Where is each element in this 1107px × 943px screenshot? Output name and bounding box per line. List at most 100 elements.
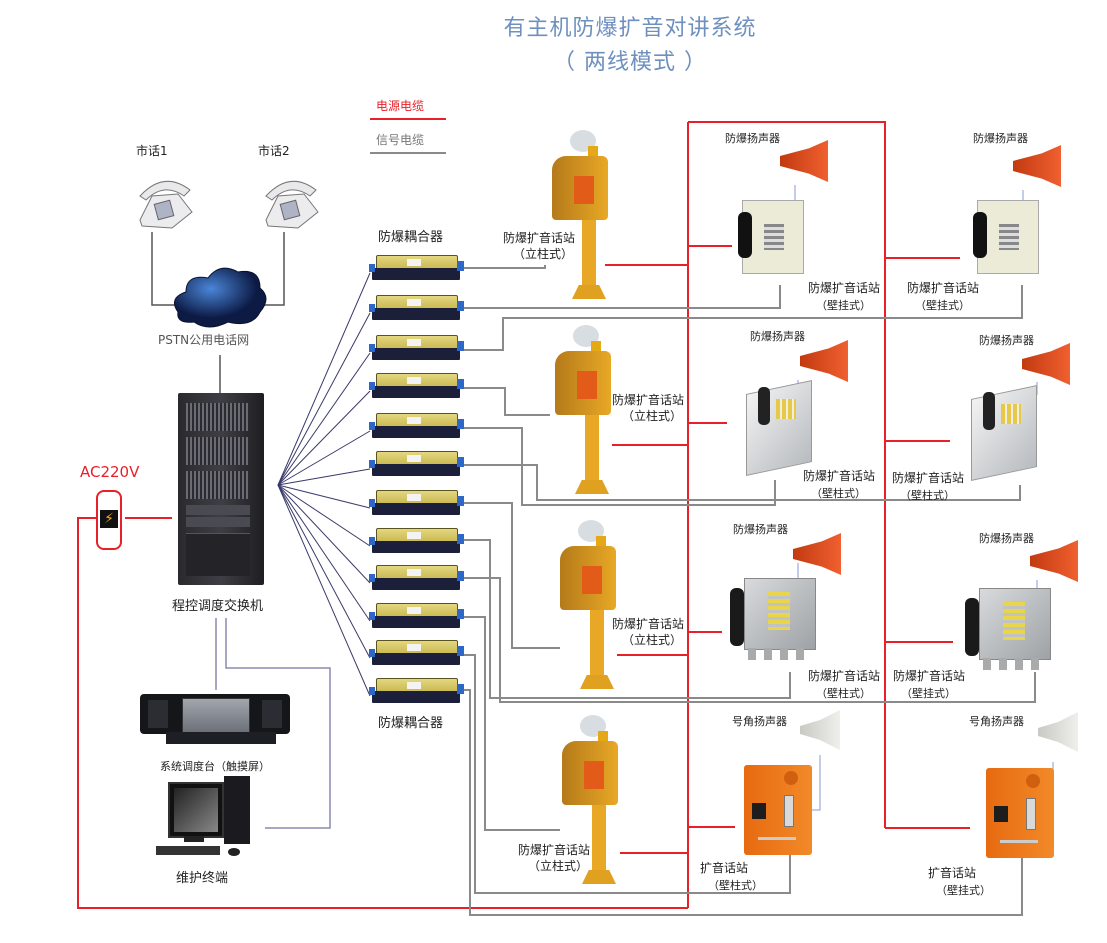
- pillar-station-label: 防爆扩音话站: [503, 231, 576, 245]
- wall-station-label: 防爆扩音话站: [808, 669, 881, 683]
- diagram-subtitle: （ 两线模式 ）: [553, 50, 707, 75]
- pillar-station-icon: [550, 130, 620, 305]
- phone1-link: [151, 232, 178, 306]
- couplers-bottom-label: 防爆耦合器: [378, 716, 444, 731]
- fanout-line: [277, 272, 371, 486]
- power-source-label: AC220V: [80, 463, 140, 481]
- speaker-links: [794, 185, 1054, 811]
- explosion-proof-coupler: [369, 603, 464, 629]
- fanout-line: [277, 484, 371, 659]
- speaker-label: 防爆扬声器: [979, 334, 1034, 347]
- explosion-proof-speaker-icon: [1022, 343, 1070, 385]
- wall-station-label: 防爆扩音话站: [808, 281, 881, 295]
- wall-intercom-station-icon: [740, 379, 820, 477]
- wall-station-sublabel: （壁柱式）: [708, 879, 763, 892]
- wall-station-sublabel: （壁挂式）: [816, 299, 871, 312]
- orange-intercom-station-icon: [982, 768, 1054, 860]
- explosion-proof-coupler: [369, 335, 464, 361]
- speaker-label: 防爆扬声器: [750, 330, 805, 343]
- fanout-line: [277, 484, 371, 584]
- explosion-proof-coupler: [369, 640, 464, 666]
- couplers-top-label: 防爆耦合器: [378, 230, 444, 245]
- switch-terminal-link: [225, 618, 331, 829]
- explosion-proof-coupler: [369, 678, 464, 704]
- terminal-label: 维护终端: [176, 871, 229, 886]
- desk-telephone-icon: [265, 180, 319, 229]
- wall-station-sublabel: （壁挂式）: [901, 687, 956, 700]
- lightning-bolt-icon: ⚡: [100, 510, 118, 528]
- explosion-proof-coupler: [369, 295, 464, 321]
- wall-station-sublabel: （壁挂式）: [915, 299, 970, 312]
- wall-station-sublabel: （壁柱式）: [816, 687, 871, 700]
- wall-station-sublabel: （壁挂式）: [936, 884, 991, 897]
- fanout-line: [277, 352, 371, 486]
- switch-label: 程控调度交换机: [172, 599, 264, 614]
- fanout-line: [277, 484, 371, 622]
- wall-station-label: 防爆扩音话站: [892, 471, 965, 485]
- console-label: 系统调度台（触摸屏）: [160, 760, 270, 773]
- horn-speaker-icon: [1038, 712, 1078, 752]
- explosion-proof-coupler: [369, 413, 464, 439]
- speaker-label: 防爆扬声器: [979, 532, 1034, 545]
- pillar-station-label: 防爆扩音话站: [612, 617, 685, 631]
- power-socket: ⚡: [96, 490, 122, 550]
- pillar-station-sublabel: （立柱式）: [513, 247, 574, 261]
- speaker-label: 号角扬声器: [732, 715, 787, 728]
- explosion-proof-coupler: [369, 565, 464, 591]
- explosion-proof-speaker-icon: [800, 340, 848, 382]
- diagram-title: 有主机防爆扩音对讲系统: [503, 16, 757, 41]
- explosion-proof-coupler: [369, 528, 464, 554]
- wall-station-label: 扩音话站: [928, 866, 977, 880]
- phone2-link: [262, 232, 285, 306]
- wall-station-label: 防爆扩音话站: [893, 669, 966, 683]
- orange-intercom-station-icon: [740, 765, 812, 857]
- pillar-station-icon: [558, 520, 628, 695]
- pillar-station-sublabel: （立柱式）: [622, 633, 683, 647]
- pillar-station-icon: [553, 325, 623, 500]
- cloud-icon: [173, 267, 267, 328]
- explosion-proof-speaker-icon: [1013, 145, 1061, 187]
- fanout-line: [277, 484, 371, 509]
- fanout-line: [277, 484, 371, 697]
- pstn-label: PSTN公用电话网: [158, 333, 250, 347]
- wall-intercom-station-icon: [738, 200, 804, 278]
- wall-station-label: 防爆扩音话站: [803, 469, 876, 483]
- server-rack-icon: [178, 393, 264, 585]
- dispatch-console-icon: [136, 692, 294, 746]
- speaker-label: 防爆扬声器: [725, 132, 780, 145]
- explosion-proof-coupler: [369, 373, 464, 399]
- explosion-proof-coupler: [369, 451, 464, 477]
- fanout-line: [277, 312, 371, 486]
- fanout-line: [277, 468, 371, 486]
- explosion-proof-coupler: [369, 255, 464, 281]
- wall-station-sublabel: （壁柱式）: [900, 489, 955, 502]
- legend-signal-line: [370, 152, 446, 154]
- power-bus-top: [688, 121, 886, 828]
- pillar-station-label: 防爆扩音话站: [518, 843, 591, 857]
- legend-power-line: [370, 118, 446, 120]
- fanout-line: [277, 484, 371, 547]
- wall-intercom-station-icon: [730, 578, 816, 664]
- wall-station-label: 防爆扩音话站: [907, 281, 980, 295]
- wall-intercom-station-icon: [973, 200, 1039, 278]
- pillar-station-icon: [560, 715, 630, 890]
- wall-station-sublabel: （壁柱式）: [811, 487, 866, 500]
- wall-intercom-station-icon: [965, 384, 1045, 482]
- pillar-station-label: 防爆扩音话站: [612, 393, 685, 407]
- wall-intercom-station-icon: [965, 588, 1051, 674]
- explosion-proof-speaker-icon: [1030, 540, 1078, 582]
- switch-coupler-fanout: [277, 272, 371, 697]
- legend-signal-label: 信号电缆: [376, 133, 425, 147]
- phone2-label: 市话2: [258, 144, 290, 158]
- legend-power-label: 电源电缆: [376, 99, 425, 113]
- fanout-line: [277, 430, 371, 486]
- legend: 电源电缆 信号电缆: [370, 96, 450, 156]
- desk-telephone-icon: [139, 180, 193, 229]
- speaker-label: 号角扬声器: [969, 715, 1024, 728]
- pillar-station-sublabel: （立柱式）: [528, 859, 589, 873]
- desktop-computer-icon: [156, 776, 252, 858]
- speaker-label: 防爆扬声器: [973, 132, 1028, 145]
- signal-lines: [462, 265, 1036, 916]
- speaker-label: 防爆扬声器: [733, 523, 788, 536]
